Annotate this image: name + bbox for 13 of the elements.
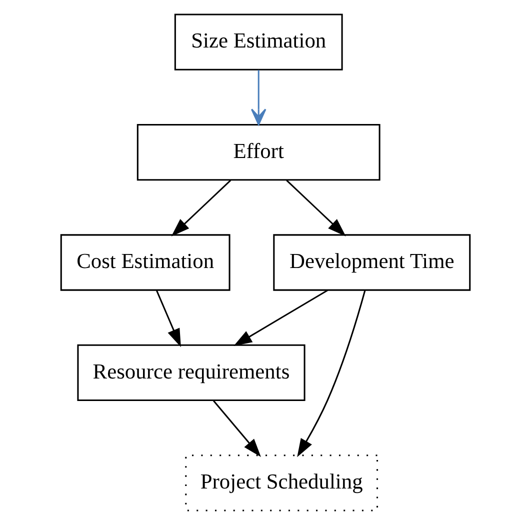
arrow xyxy=(297,290,366,458)
arrow xyxy=(171,180,232,236)
arrow xyxy=(156,290,181,348)
node-box: Size Estimation xyxy=(174,14,343,70)
arrow xyxy=(250,70,266,126)
node-box: Resource requirements xyxy=(77,344,306,402)
arrow xyxy=(286,180,346,236)
arrow xyxy=(212,400,261,458)
node-box: Cost Estimation xyxy=(60,234,230,291)
arrow xyxy=(234,290,328,346)
node-box: Project Scheduling xyxy=(185,454,378,512)
node-box: Effort xyxy=(136,124,380,181)
node-box: Development Time xyxy=(273,234,471,291)
